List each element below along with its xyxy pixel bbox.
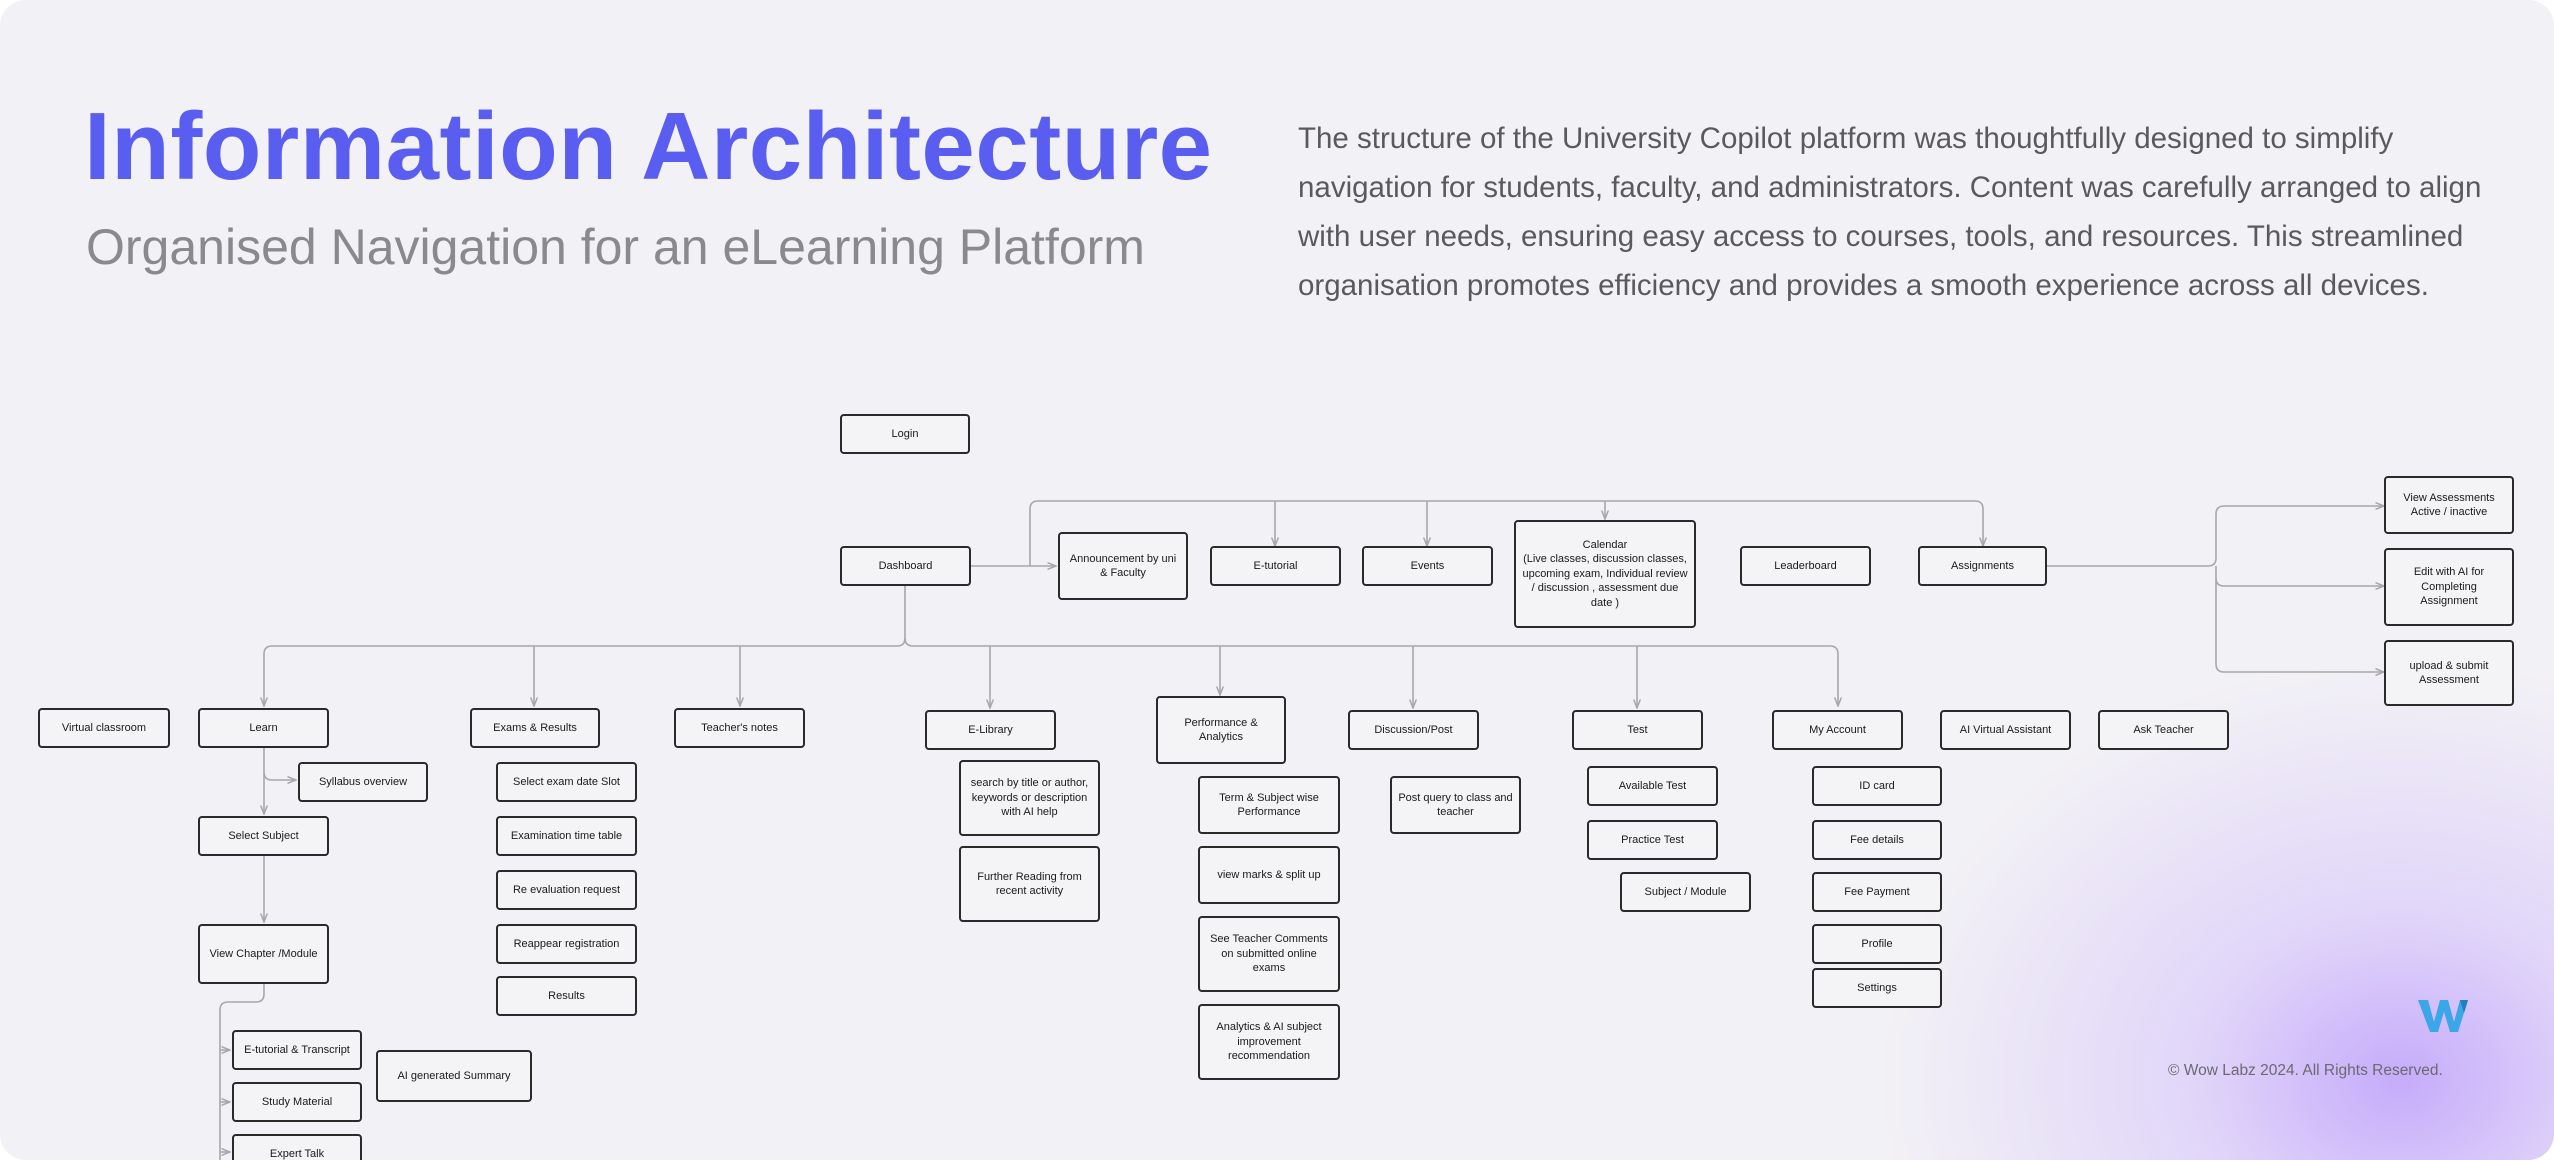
copyright-text: © Wow Labz 2024. All Rights Reserved. <box>2168 1062 2443 1079</box>
node-expert-talk: Expert Talk <box>232 1134 362 1160</box>
node-ai-summary: AI generated Summary <box>376 1050 532 1102</box>
page-title: Information Architecture <box>84 93 1213 200</box>
node-exams-results: Exams & Results <box>470 708 600 748</box>
connector-assignments-bus <box>2047 506 2384 567</box>
node-exam-timetable: Examination time table <box>496 816 637 856</box>
node-etutorial-transcript: E-tutorial & Transcript <box>232 1030 362 1070</box>
node-teachers-notes: Teacher's notes <box>674 708 805 748</box>
connector-to-edit-ai <box>2215 566 2384 586</box>
connector-top-bracket <box>1029 500 1983 566</box>
node-dashboard: Dashboard <box>840 546 971 586</box>
node-analytics-ai: Analytics & AI subject improvement recom… <box>1198 1004 1340 1080</box>
node-subject-module: Subject / Module <box>1620 872 1751 912</box>
node-learn: Learn <box>198 708 329 748</box>
node-elibrary: E-Library <box>925 710 1056 750</box>
connector-dashboard-down <box>264 586 906 706</box>
node-upload-submit: upload & submit Assessment <box>2384 640 2514 706</box>
node-view-assessments: View Assessments Active / inactive <box>2384 476 2514 534</box>
node-ai-assistant: AI Virtual Assistant <box>1940 710 2071 750</box>
connector-main-bus-right <box>904 637 1838 706</box>
node-leaderboard: Leaderboard <box>1740 546 1871 586</box>
node-practice-test: Practice Test <box>1587 820 1718 860</box>
node-teacher-comments: See Teacher Comments on submitted online… <box>1198 916 1340 992</box>
node-test: Test <box>1572 710 1703 750</box>
node-search-title: search by title or author, keywords or d… <box>959 760 1100 836</box>
connector-chapter-children <box>219 984 265 1160</box>
node-id-card: ID card <box>1812 766 1942 806</box>
node-fee-payment: Fee Payment <box>1812 872 1942 912</box>
node-profile: Profile <box>1812 924 1942 964</box>
node-study-material: Study Material <box>232 1082 362 1122</box>
node-re-evaluation: Re evaluation request <box>496 870 637 910</box>
node-syllabus-overview: Syllabus overview <box>298 762 428 802</box>
node-events: Events <box>1362 546 1493 586</box>
page-description: The structure of the University Copilot … <box>1298 122 2482 302</box>
node-available-test: Available Test <box>1587 766 1718 806</box>
node-select-subject: Select Subject <box>198 816 329 856</box>
wow-labz-logo-icon <box>2418 1000 2468 1032</box>
node-results: Results <box>496 976 637 1016</box>
node-term-subject: Term & Subject wise Performance <box>1198 776 1340 834</box>
node-fee-details: Fee details <box>1812 820 1942 860</box>
node-select-exam-slot: Select exam date Slot <box>496 762 637 802</box>
node-virtual-classroom: Virtual classroom <box>38 708 170 748</box>
node-calendar: Calendar (Live classes, discussion class… <box>1514 520 1696 628</box>
node-etutorial: E-tutorial <box>1210 546 1341 586</box>
node-discussion: Discussion/Post <box>1348 710 1479 750</box>
node-announcement: Announcement by uni & Faculty <box>1058 532 1188 600</box>
node-performance: Performance & Analytics <box>1156 696 1286 764</box>
node-reappear: Reappear registration <box>496 924 637 964</box>
node-post-query: Post query to class and teacher <box>1390 776 1521 834</box>
node-settings: Settings <box>1812 968 1942 1008</box>
node-my-account: My Account <box>1772 710 1903 750</box>
connector-to-upload <box>2215 578 2384 672</box>
node-ask-teacher: Ask Teacher <box>2098 710 2229 750</box>
node-view-marks: view marks & split up <box>1198 846 1340 904</box>
node-assignments: Assignments <box>1918 546 2047 586</box>
node-further-reading: Further Reading from recent activity <box>959 846 1100 922</box>
node-edit-ai: Edit with AI for Completing Assignment <box>2384 548 2514 626</box>
connector-learn-syllabus <box>263 748 296 780</box>
node-view-chapter: View Chapter /Module <box>198 924 329 984</box>
page-subtitle: Organised Navigation for an eLearning Pl… <box>86 219 1145 275</box>
node-login: Login <box>840 414 970 454</box>
